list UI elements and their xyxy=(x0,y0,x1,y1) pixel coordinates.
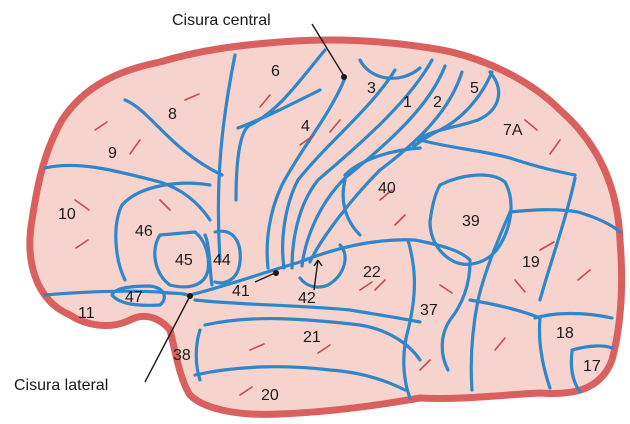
central-sulcus-pointer xyxy=(341,74,347,80)
area-40-label: 40 xyxy=(378,180,396,197)
area-7a-label: 7A xyxy=(503,122,523,139)
area-37-label: 37 xyxy=(420,302,438,319)
lateral-sulcus-label: Cisura lateral xyxy=(14,377,108,394)
area-1-label: 1 xyxy=(403,94,412,111)
area-39-label: 39 xyxy=(462,213,480,230)
area-10-label: 10 xyxy=(58,206,76,223)
area-41-pointer xyxy=(273,270,279,276)
area-17-label: 17 xyxy=(583,358,601,375)
area-46-label: 46 xyxy=(135,223,153,240)
area-5-label: 5 xyxy=(470,80,479,97)
area-3-label: 3 xyxy=(367,80,376,97)
area-19-label: 19 xyxy=(522,254,540,271)
area-11-label: 11 xyxy=(78,305,95,322)
area-45-label: 45 xyxy=(175,252,193,269)
area-22-label: 22 xyxy=(363,264,381,281)
area-9-label: 9 xyxy=(108,145,117,162)
area-18-label: 18 xyxy=(556,325,574,342)
area-38-label: 38 xyxy=(173,347,191,364)
lateral-sulcus-pointer xyxy=(187,293,193,299)
brain-outline xyxy=(30,40,622,414)
area-47-label: 47 xyxy=(125,289,143,306)
area-4-label: 4 xyxy=(301,118,310,135)
area-42-label: 42 xyxy=(298,290,316,307)
area-2-label: 2 xyxy=(433,94,442,111)
area-44-label: 44 xyxy=(213,252,231,269)
area-21-label: 21 xyxy=(303,329,321,346)
area-41-label: 41 xyxy=(232,283,250,300)
central-sulcus-label: Cisura central xyxy=(172,12,271,29)
area-8-label: 8 xyxy=(168,106,177,123)
area-20-label: 20 xyxy=(261,387,279,404)
area-6-label: 6 xyxy=(271,63,280,80)
